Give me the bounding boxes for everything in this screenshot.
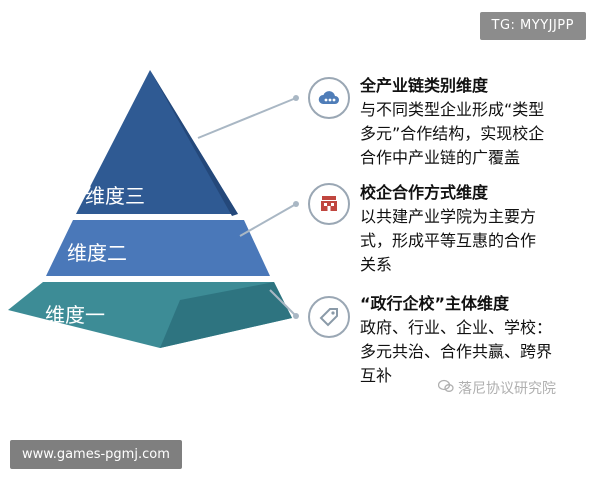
item-line: 互补 xyxy=(360,366,393,385)
item-title: “政行企校”主体维度 xyxy=(360,294,510,313)
pyramid-layer-bottom-shade xyxy=(160,282,292,348)
item-line: 式，形成平等互惠的合作 xyxy=(360,231,537,250)
connector-line-1 xyxy=(197,97,297,139)
item-line: 多元共治、合作共赢、跨界 xyxy=(360,342,553,361)
pyramid-layer-top-side xyxy=(150,70,238,216)
wechat-icon xyxy=(437,379,454,397)
connector-dot-3 xyxy=(293,313,299,319)
connector-dot-2 xyxy=(293,201,299,207)
item-line: 政府、行业、企业、学校： xyxy=(360,318,553,337)
url-banner: www.games-pgmj.com xyxy=(10,440,182,469)
watermark-tag: TG: MYYJJPP xyxy=(479,12,586,40)
pyramid-label-3: 维度三 xyxy=(85,184,145,208)
dimension-item-3: “政行企校”主体维度 政府、行业、企业、学校： 多元共治、合作共赢、跨界 互补 xyxy=(360,292,600,388)
pyramid-label-2: 维度二 xyxy=(67,241,127,265)
item-line: 与不同类型企业形成“类型 xyxy=(360,100,545,119)
dimension-item-2: 校企合作方式维度 以共建产业学院为主要方 式，形成平等互惠的合作 关系 xyxy=(360,181,600,277)
cloud-icon xyxy=(308,77,350,119)
pyramid-label-1: 维度一 xyxy=(45,303,105,327)
pyramid-layer-middle xyxy=(46,220,270,276)
item-title: 全产业链类别维度 xyxy=(360,76,489,95)
item-line: 多元”合作结构，实现校企 xyxy=(360,124,545,143)
source-watermark: 落尼协议研究院 xyxy=(437,378,556,398)
watermark-text: 落尼协议研究院 xyxy=(458,381,556,397)
building-icon xyxy=(308,183,350,225)
item-title: 校企合作方式维度 xyxy=(360,183,489,202)
dimension-item-1: 全产业链类别维度 与不同类型企业形成“类型 多元”合作结构，实现校企 合作中产业… xyxy=(360,74,600,170)
item-line: 合作中产业链的广覆盖 xyxy=(360,148,521,167)
connector-line-3 xyxy=(269,289,297,317)
connector-line-2 xyxy=(239,203,297,237)
pyramid-layer-top xyxy=(76,70,238,214)
tag-icon xyxy=(308,296,350,338)
item-line: 以共建产业学院为主要方 xyxy=(360,207,537,226)
connector-dot-1 xyxy=(293,95,299,101)
item-line: 关系 xyxy=(360,255,393,274)
